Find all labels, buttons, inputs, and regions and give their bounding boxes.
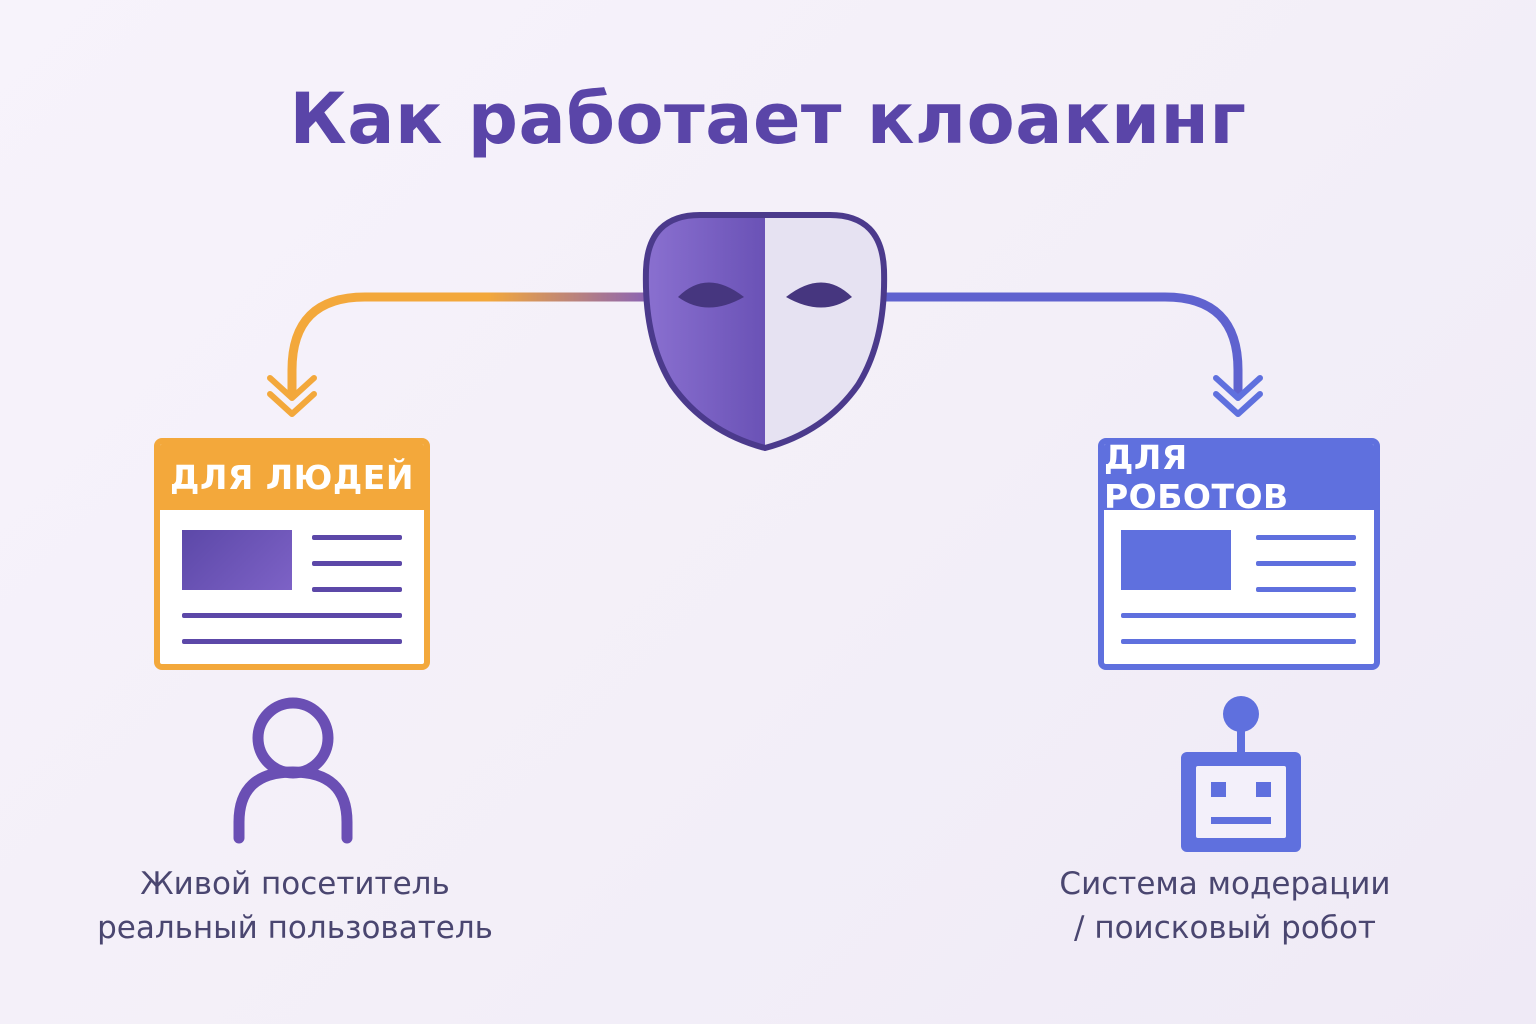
robots-caption: Система модерации / поисковый робот	[1000, 862, 1450, 950]
humans-page-card: ДЛЯ ЛЮДЕЙ	[154, 438, 430, 670]
user-icon	[233, 697, 353, 844]
text-line	[312, 561, 402, 566]
page-title: Как работает клоакинг	[289, 78, 1247, 160]
robots-caption-line1: Система модерации	[1059, 866, 1391, 902]
humans-card-header: ДЛЯ ЛЮДЕЙ	[160, 444, 424, 510]
text-line	[1256, 535, 1356, 540]
text-line	[312, 587, 402, 592]
image-placeholder	[182, 530, 292, 590]
humans-caption-line2: реальный пользователь	[97, 910, 493, 946]
robots-card-header: ДЛЯ РОБОТОВ	[1104, 444, 1374, 516]
robot-icon	[1181, 696, 1301, 852]
robots-page-card: ДЛЯ РОБОТОВ	[1098, 438, 1380, 670]
text-line	[1121, 639, 1356, 644]
text-line	[312, 535, 402, 540]
text-line	[182, 613, 402, 618]
robots-caption-line2: / поисковый робот	[1074, 910, 1376, 946]
text-line	[1256, 587, 1356, 592]
text-line	[1256, 561, 1356, 566]
arrow-to-humans	[267, 292, 653, 417]
theater-mask-icon	[642, 212, 888, 451]
text-line	[1121, 613, 1356, 618]
text-line	[182, 639, 402, 644]
humans-caption: Живой посетитель реальный пользователь	[60, 862, 530, 950]
image-placeholder	[1121, 530, 1231, 590]
arrow-to-robots	[875, 292, 1263, 417]
humans-caption-line1: Живой посетитель	[140, 866, 450, 902]
